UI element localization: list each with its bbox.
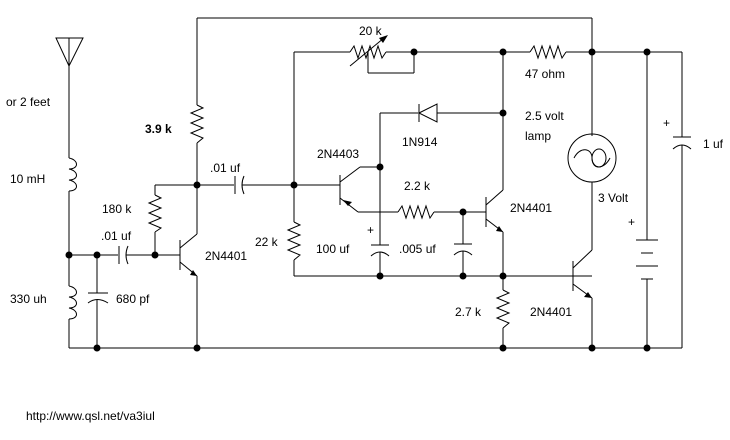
resistor-22k [286, 221, 302, 261]
battery-icon [636, 239, 658, 280]
resistor-3-9k [189, 104, 205, 144]
battery-label: 3 Volt [598, 191, 629, 205]
potentiometer-20k [349, 35, 414, 74]
resistor-180k [147, 194, 163, 233]
resistor-2-2k-label: 2.2 k [404, 179, 431, 193]
transistor-q1-label: 2N4401 [205, 249, 247, 263]
capacitor-01uf-mid-label: .01 uf [210, 161, 241, 175]
diode-1n914-label: 1N914 [402, 135, 438, 149]
capacitor-100uf-polarity: + [367, 223, 374, 237]
lamp-icon [567, 133, 617, 183]
inductor-10mh-label: 10 mH [10, 172, 45, 186]
resistor-2-7k [495, 289, 511, 329]
capacitor-680pf-label: 680 pf [116, 292, 150, 306]
resistor-3-9k-label: 3.9 k [145, 122, 172, 136]
transistor-q2 [339, 166, 398, 213]
transistor-q4-label: 2N4401 [530, 305, 572, 319]
junction-dots [65, 48, 651, 352]
resistor-2-7k-label: 2.7 k [455, 305, 482, 319]
resistor-47-ohm-label: 47 ohm [525, 67, 565, 81]
inductor-330uh [68, 255, 77, 348]
resistor-47-ohm [529, 44, 567, 60]
transistor-q3-label: 2N4401 [510, 201, 552, 215]
resistor-2-2k [397, 204, 435, 220]
transistor-q1 [175, 233, 198, 277]
transistor-q4 [572, 249, 593, 299]
antenna-length-label: or 2 feet [6, 95, 51, 109]
capacitor-100uf-label: 100 uf [316, 242, 350, 256]
capacitor-01uf-left-label: .01 uf [101, 229, 132, 243]
battery-polarity: + [628, 215, 635, 229]
diode-1n914 [417, 103, 438, 123]
lamp-label: lamp [525, 129, 551, 143]
capacitor-005uf-label: .005 uf [399, 242, 436, 256]
transistor-q2-label: 2N4403 [317, 147, 359, 161]
inductor-10mh [68, 157, 77, 255]
capacitor-1uf-label: 1 uf [703, 137, 724, 151]
capacitor-680pf [87, 292, 109, 304]
resistor-180k-label: 180 k [102, 202, 132, 216]
resistor-22k-label: 22 k [255, 235, 279, 249]
inductor-330uh-label: 330 uh [10, 292, 47, 306]
potentiometer-20k-label: 20 k [359, 24, 383, 38]
lamp-voltage-label: 2.5 volt [525, 109, 564, 123]
transistor-q3 [478, 189, 504, 233]
capacitor-1uf-polarity: + [663, 116, 670, 130]
antenna-icon [55, 37, 84, 158]
source-url: http://www.qsl.net/va3iul [26, 409, 155, 423]
